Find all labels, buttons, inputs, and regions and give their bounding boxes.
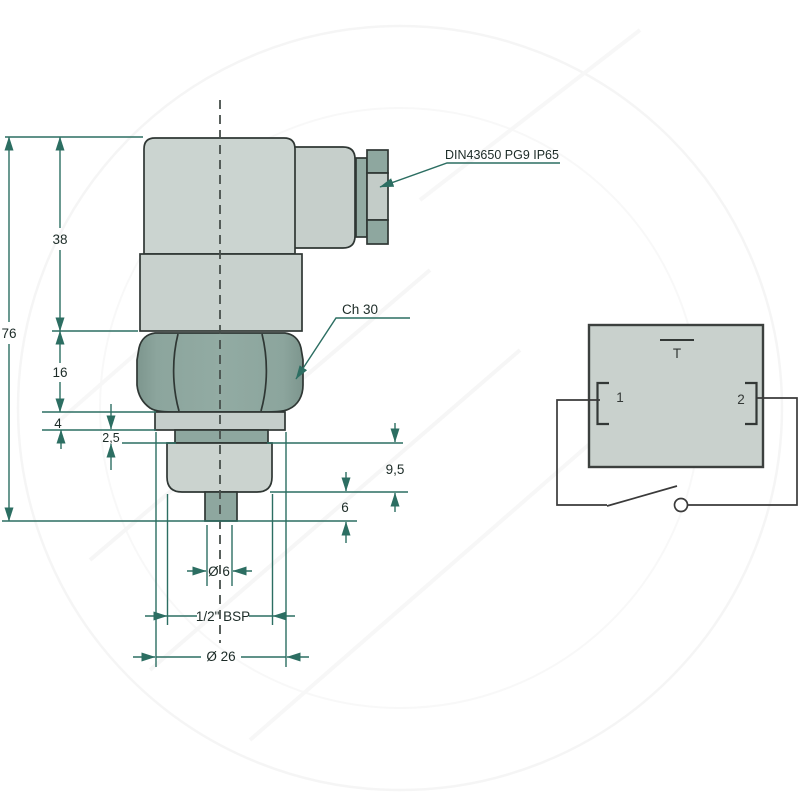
dim-label-tip-length: 6	[341, 500, 349, 515]
electrical-schematic: T 1 2	[556, 323, 798, 513]
annotation-hex: Ch 30	[342, 302, 378, 317]
terminal-2-bracket	[745, 381, 758, 426]
leader-connector	[379, 162, 560, 188]
sensor-body	[136, 137, 389, 522]
dim-label-spacer-thickness: 2,5	[102, 431, 119, 445]
leader-hex	[295, 317, 410, 380]
dim-label-body-diameter: Ø 26	[206, 649, 235, 664]
hex-facet-line-right	[260, 333, 268, 412]
schematic-box	[587, 323, 765, 469]
wiring	[556, 397, 798, 513]
gland-nut-bottom	[366, 219, 389, 245]
gland-nut-middle	[366, 172, 389, 221]
dim-label-total-height: 76	[1, 326, 16, 341]
terminal-1-bracket	[596, 381, 609, 426]
gland-nut-top	[366, 149, 389, 174]
dim-label-tip-diameter: Ø 6	[208, 564, 230, 579]
body-neck	[139, 253, 303, 332]
dimension-labels: 76 38 16 4 2,5 9,5 6 Ø 6 1/2" BSP Ø 26 C…	[1, 148, 559, 664]
switch-blade	[606, 485, 678, 507]
spacer	[174, 429, 269, 444]
connector-arm	[292, 146, 356, 249]
dim-label-hex-height: 16	[52, 365, 67, 380]
dim-label-head-height: 38	[52, 232, 67, 247]
dimension-lines	[2, 136, 560, 667]
dim-label-thread-spec: 1/2" BSP	[196, 609, 250, 624]
hex-facet-line-left	[172, 333, 180, 412]
terminal-2-label: 2	[737, 392, 745, 407]
sensor-symbol-label: T	[673, 346, 681, 361]
wire-right	[688, 397, 798, 506]
switch-contact	[673, 497, 689, 513]
dim-label-thread-length: 9,5	[386, 462, 405, 477]
wire-left	[556, 399, 607, 506]
dim-label-washer-thickness: 4	[54, 416, 62, 431]
gland-plate	[355, 157, 368, 238]
annotation-connector: DIN43650 PG9 IP65	[445, 148, 559, 162]
sensing-tip	[204, 491, 238, 522]
terminal-1-label: 1	[616, 390, 624, 405]
